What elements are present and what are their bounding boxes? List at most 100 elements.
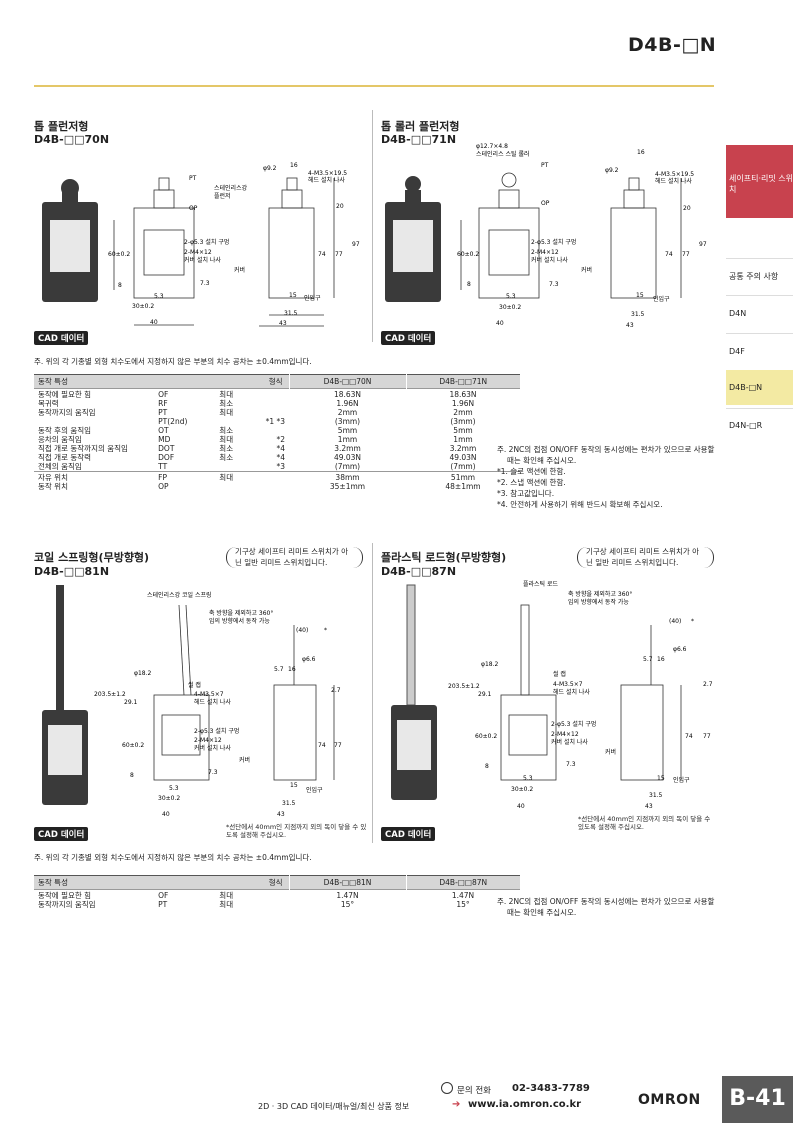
svg-text:PT: PT — [189, 175, 197, 182]
sidebar-item-d4f[interactable]: D4F — [729, 347, 745, 356]
table1-notes: 주. 2NC의 접점 ON/OFF 동작의 동시성에는 편차가 있으므로 사용할… — [497, 445, 715, 509]
svg-text:30±0.2: 30±0.2 — [511, 786, 533, 793]
header-divider — [34, 85, 714, 87]
table-cell: 최대 — [219, 900, 234, 909]
phone-number: 02-3483-7789 — [512, 1083, 590, 1094]
table-cell: OF — [154, 388, 216, 399]
table-cell: 38mm — [289, 471, 406, 482]
table-cell: 1mm — [337, 435, 358, 444]
svg-text:커버 설치 나사: 커버 설치 나사 — [551, 738, 588, 746]
svg-text:2-φ5.3 설치 구멍: 2-φ5.3 설치 구멍 — [551, 720, 596, 728]
table-cell: MD — [158, 435, 171, 444]
table-cell — [259, 388, 289, 399]
svg-text:5.7: 5.7 — [274, 666, 284, 673]
svg-text:16: 16 — [657, 656, 665, 663]
table-cell: PT — [158, 408, 168, 417]
svg-text:인입구: 인입구 — [306, 786, 323, 794]
svg-text:인입구: 인입구 — [673, 776, 690, 784]
svg-text:임의 방향에서 동작 가능: 임의 방향에서 동작 가능 — [568, 598, 629, 606]
cad-data-badge[interactable]: CAD 데이터 — [34, 827, 89, 841]
svg-text:29.1: 29.1 — [124, 699, 138, 706]
sidebar-item-d4n[interactable]: D4N — [729, 309, 747, 318]
svg-text:77: 77 — [334, 742, 342, 749]
column-divider — [372, 543, 373, 843]
table-cell — [259, 889, 289, 900]
svg-text:커버: 커버 — [239, 756, 250, 764]
table-cell: OP — [158, 482, 169, 491]
svg-text:8: 8 — [130, 772, 134, 779]
table-cell: *3 — [276, 462, 285, 471]
svg-text:φ9.2: φ9.2 — [605, 167, 619, 174]
table-cell: 동작 위치 — [38, 482, 68, 491]
phone-label: 문의 전화 — [457, 1086, 491, 1096]
cad-data-badge[interactable]: CAD 데이터 — [381, 331, 436, 345]
svg-text:30±0.2: 30±0.2 — [158, 795, 180, 802]
svg-text:43: 43 — [645, 803, 653, 810]
svg-text:플라스틱 로드: 플라스틱 로드 — [523, 580, 559, 588]
sidebar-category-active[interactable]: 세이프티·리밋 스위치 — [726, 145, 793, 218]
svg-text:8: 8 — [485, 763, 489, 770]
svg-text:43: 43 — [279, 320, 287, 327]
svg-text:φ12.7×4.8: φ12.7×4.8 — [476, 143, 508, 150]
table-cell: *1 *3 — [265, 417, 285, 426]
sidebar-item-common[interactable]: 공통 주의 사항 — [729, 272, 779, 281]
table-cell — [259, 900, 289, 909]
table-cell: TT — [158, 462, 168, 471]
cad-info-text: 2D · 3D CAD 데이터/매뉴얼/최신 상품 정보 — [258, 1102, 410, 1111]
table-cell: 동작까지의 움직임 — [38, 408, 96, 417]
table-cell: 자유 위치 — [34, 471, 155, 482]
table-cell: *2 — [276, 435, 285, 444]
table-cell: 최대 — [215, 388, 259, 399]
svg-text:4-M3.5×19.5: 4-M3.5×19.5 — [308, 170, 347, 177]
table-cell: 동작까지의 움직임 — [38, 900, 96, 909]
section-model: D4B-□□87N — [381, 565, 457, 578]
svg-text:43: 43 — [277, 811, 285, 818]
section-heading: 톱 플런저형 — [34, 120, 89, 133]
table-cell: 직접 개로 동작까지의 움직임 — [38, 444, 128, 453]
svg-text:스테인리스강: 스테인리스강 — [214, 184, 248, 192]
svg-text:헤드 설치 나사: 헤드 설치 나사 — [655, 177, 692, 185]
svg-text:40: 40 — [150, 319, 158, 326]
svg-text:(40): (40) — [296, 627, 308, 634]
svg-text:29.1: 29.1 — [478, 691, 492, 698]
svg-text:203.5±1.2: 203.5±1.2 — [94, 691, 126, 698]
table-cell: 1.96N — [336, 399, 359, 408]
svg-text:축 방향을 제외하고 360°: 축 방향을 제외하고 360° — [568, 590, 632, 598]
svg-text:헤드 설치 나사: 헤드 설치 나사 — [308, 176, 345, 184]
svg-text:31.5: 31.5 — [631, 311, 645, 318]
sidebar-item-d4b[interactable]: D4B-□N — [729, 383, 763, 392]
svg-text:40: 40 — [162, 811, 170, 818]
table-cell: 최대 — [215, 889, 259, 900]
table-cell: 복귀력 — [38, 399, 59, 408]
dimension-drawing-87n: 플라스틱 로드 축 방향을 제외하고 360° 임의 방향에서 동작 가능 (4… — [391, 580, 713, 810]
svg-text:*: * — [691, 618, 694, 625]
table-cell — [215, 482, 259, 491]
table-cell: 15° — [340, 900, 355, 909]
cad-data-badge[interactable]: CAD 데이터 — [34, 331, 89, 345]
section-heading: 플라스틱 로드형(무방향형) — [381, 551, 507, 564]
svg-text:5.3: 5.3 — [523, 775, 533, 782]
divider — [726, 333, 793, 334]
table-cell — [215, 462, 259, 472]
svg-text:15: 15 — [289, 292, 297, 299]
svg-text:77: 77 — [703, 733, 711, 740]
svg-text:31.5: 31.5 — [284, 310, 298, 317]
sidebar-item-highlight — [726, 370, 793, 405]
tip-note: *선단에서 40mm인 지점까지 외의 독이 닿을 수 있도록 설정해 주십시오… — [578, 815, 711, 831]
svg-text:40: 40 — [517, 803, 525, 810]
dimension-drawing-81n: 스테인리스강 코일 스프링 축 방향을 제외하고 360° 임의 방향에서 동작… — [42, 585, 342, 818]
svg-text:16: 16 — [290, 162, 298, 169]
svg-text:74: 74 — [665, 251, 673, 258]
cad-data-badge[interactable]: CAD 데이터 — [381, 827, 436, 841]
sidebar-item-d4nr[interactable]: D4N-□R — [729, 421, 763, 430]
table-cell — [259, 426, 289, 435]
svg-text:2-φ5.3 설치 구멍: 2-φ5.3 설치 구멍 — [531, 238, 576, 246]
page-number: B-41 — [722, 1076, 793, 1123]
website-link[interactable]: www.ia.omron.co.kr — [468, 1099, 582, 1110]
table2-note: 주. 2NC의 접점 ON/OFF 동작의 동시성에는 편차가 있으므로 사용할… — [497, 897, 715, 917]
